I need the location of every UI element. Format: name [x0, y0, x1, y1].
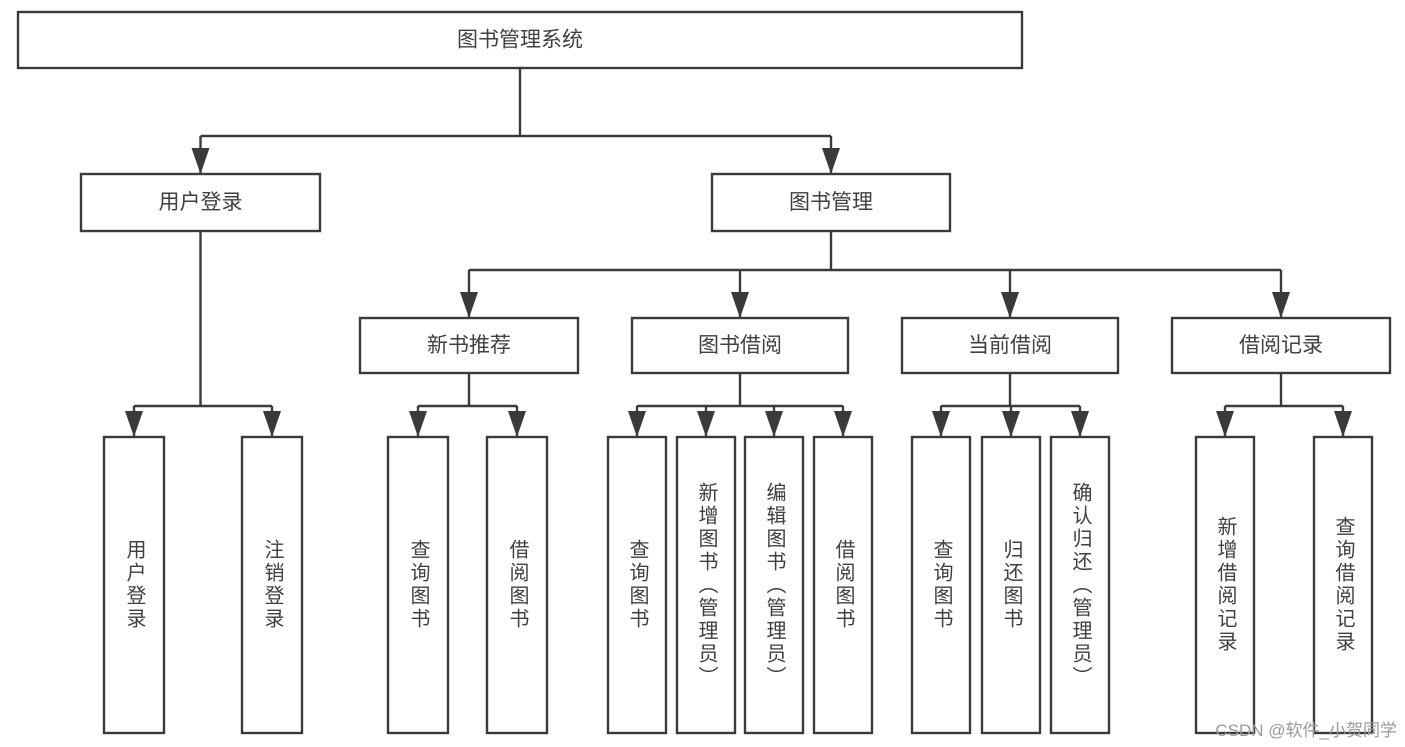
level2-box-2[interactable]: [900, 316, 1120, 375]
level1-label-1: 图书管理: [789, 191, 873, 214]
level2-box-0[interactable]: [358, 316, 580, 375]
level2-label-3: 借阅记录: [1239, 334, 1323, 357]
root-label-0: 图书管理系统: [457, 29, 583, 52]
arrow-head-icon: [1001, 292, 1019, 318]
leaf-box-5[interactable]: [675, 435, 737, 735]
arrow-head-icon: [508, 411, 526, 437]
leaf-box-12[interactable]: [1312, 435, 1374, 735]
leaf-box-1[interactable]: [240, 435, 304, 735]
arrow-head-icon: [409, 411, 427, 437]
watermark: CSDN @软件_小贺同学: [1215, 721, 1397, 740]
arrow-head-icon: [628, 411, 646, 437]
leaf-box-8[interactable]: [910, 435, 972, 735]
level1-label-0: 用户登录: [159, 191, 243, 214]
leaf-box-9[interactable]: [980, 435, 1042, 735]
level1-box-0[interactable]: [79, 172, 322, 233]
arrow-head-icon: [1334, 411, 1352, 437]
level2-label-1: 图书借阅: [698, 334, 782, 357]
arrow-head-icon: [731, 292, 749, 318]
level2-label-2: 当前借阅: [968, 334, 1052, 357]
leaf-box-0[interactable]: [102, 435, 166, 735]
boxes-layer: [16, 10, 1392, 735]
arrow-head-icon: [125, 411, 143, 437]
level1-box-1[interactable]: [710, 172, 952, 233]
leaf-box-3[interactable]: [485, 435, 549, 735]
leaf-box-11[interactable]: [1194, 435, 1256, 735]
arrow-head-icon: [822, 148, 840, 174]
leaf-box-6[interactable]: [743, 435, 805, 735]
arrow-head-icon: [191, 148, 210, 174]
arrow-head-icon: [932, 411, 950, 437]
arrow-head-icon: [263, 411, 281, 437]
arrow-head-icon: [834, 411, 852, 437]
leaf-box-7[interactable]: [812, 435, 874, 735]
arrow-head-icon: [1071, 411, 1089, 437]
arrow-head-icon: [1272, 292, 1290, 318]
level2-box-3[interactable]: [1170, 316, 1392, 375]
leaf-box-10[interactable]: [1049, 435, 1111, 735]
root-box-0[interactable]: [16, 10, 1024, 70]
arrow-head-icon: [1002, 411, 1020, 437]
leaf-box-2[interactable]: [386, 435, 450, 735]
leaf-box-4[interactable]: [606, 435, 668, 735]
arrow-head-icon: [1216, 411, 1234, 437]
arrow-head-icon: [765, 411, 783, 437]
arrow-head-icon: [460, 292, 478, 318]
level2-box-1[interactable]: [630, 316, 850, 375]
connectors-layer: [125, 68, 1352, 437]
level2-label-0: 新书推荐: [427, 334, 511, 357]
arrow-head-icon: [697, 411, 715, 437]
